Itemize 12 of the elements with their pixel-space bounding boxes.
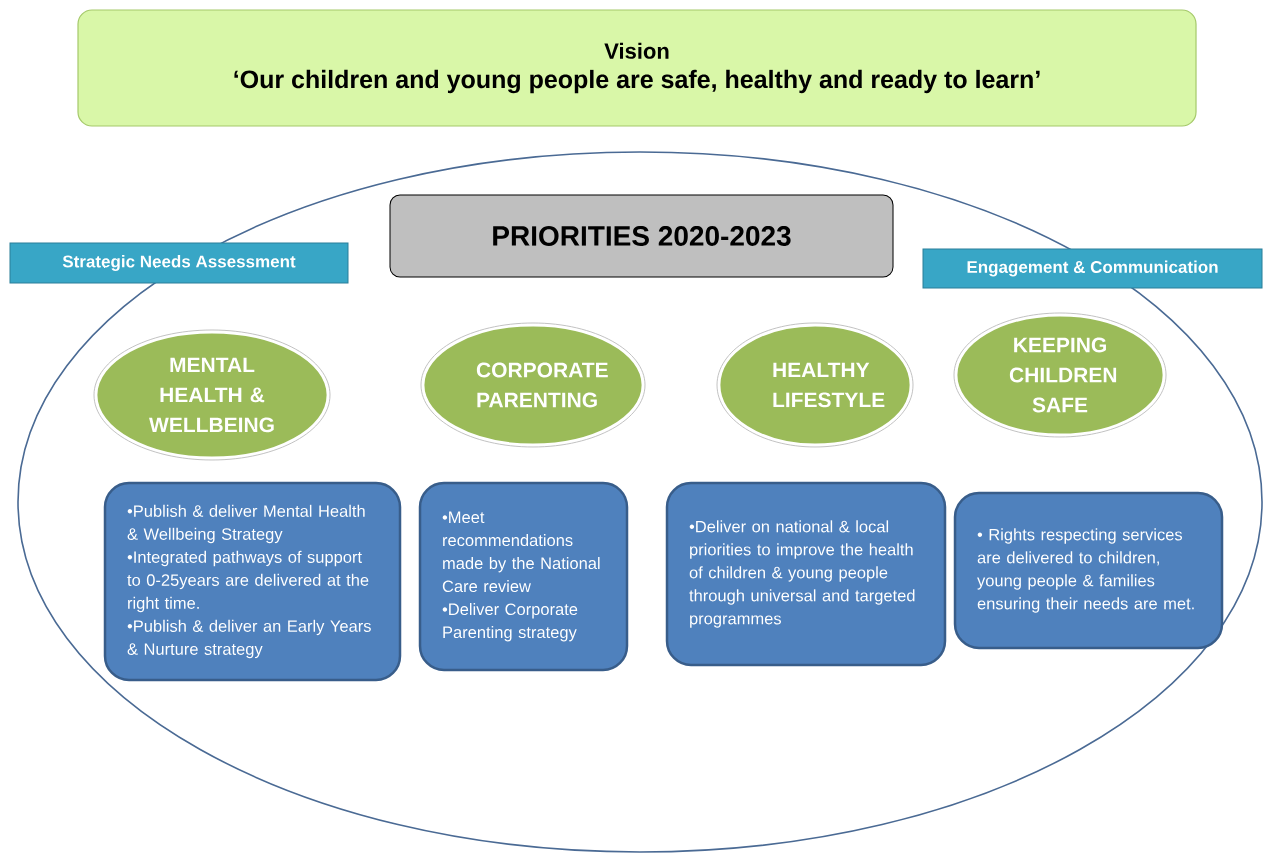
action-box: •Publish & deliver Mental Health & Wellbeing Strategy •Integrated pathways of support to 0-25years are delivered at the right time. •Publish & deliver an Early Years & Nurture strategy bbox=[103, 481, 402, 682]
action-box: • Rights respecting services are delivered to children, young people & families ensuring their needs are met. bbox=[953, 491, 1224, 650]
priority-oval: HEALTHY LIFESTYLE bbox=[713, 319, 917, 451]
action-box: •Deliver on national & local priorities to improve the health of children & young people through universal and targeted programmes bbox=[665, 481, 947, 667]
heading-box: PRIORITIES 2020-2023 bbox=[389, 194, 894, 278]
action-box: •Meet recommendations made by the National Care review •Deliver Corporate Parenting strategy bbox=[418, 481, 629, 672]
priorities-ellipse bbox=[17, 151, 1263, 853]
priority-oval: CORPORATE PARENTING bbox=[417, 319, 649, 451]
banner: Strategic Needs Assessment bbox=[9, 242, 349, 284]
priority-oval: KEEPING CHILDREN SAFE bbox=[950, 309, 1170, 441]
vision-box: Vision ‘Our children and young people are safe, healthy and ready to learn’ bbox=[77, 9, 1197, 127]
priority-oval: MENTAL HEALTH & WELLBEING bbox=[90, 326, 334, 464]
